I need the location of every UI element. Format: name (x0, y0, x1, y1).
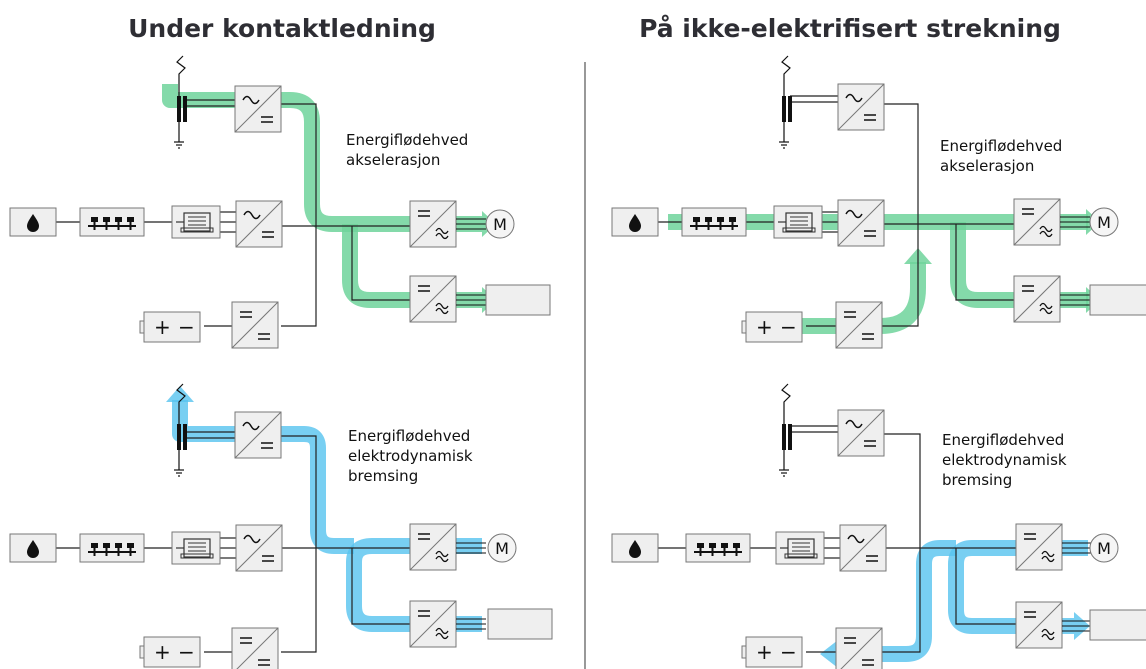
converter-icon (234, 85, 282, 133)
engine-cylinders-icon (79, 207, 145, 237)
accel-caption-line2: akselerasjon (346, 151, 440, 169)
brake-flow-to-battery (836, 540, 956, 662)
accel-flow-to-motor (162, 84, 482, 232)
brake-caption-line1: Energiflødehved (348, 427, 470, 445)
generator-icon (775, 531, 825, 565)
engine-cylinders-icon (79, 533, 145, 563)
right-bottom-circuit: M Energiflødehved elektrodynamisk bremsi… (611, 383, 1146, 669)
brake-arrowhead (166, 386, 194, 402)
fuel-drop-icon (9, 533, 57, 563)
converter-icon (235, 524, 283, 572)
brake-flow-regen (346, 538, 482, 632)
converter-icon (1013, 198, 1061, 246)
converter-icon (837, 83, 885, 131)
brake-caption-line3: bremsing (348, 467, 418, 485)
converter-icon (1015, 601, 1063, 649)
brake-flow-to-grid (172, 400, 354, 554)
converter-icon (837, 409, 885, 457)
brake-caption-line2: elektrodynamisk (942, 451, 1067, 469)
accel-caption-line2: akselerasjon (940, 157, 1034, 175)
auxiliary-load-icon (487, 608, 553, 640)
motor-label: M (493, 215, 507, 234)
converter-icon (409, 523, 457, 571)
converter-icon (234, 411, 282, 459)
generator-icon (171, 531, 221, 565)
generator-icon (171, 205, 221, 239)
brake-caption-line2: elektrodynamisk (348, 447, 473, 465)
engine-cylinders-icon (685, 533, 751, 563)
fuel-drop-icon (611, 207, 659, 237)
auxiliary-load-icon (1089, 284, 1146, 316)
transformer-icon (778, 55, 793, 149)
auxiliary-load-icon (485, 284, 551, 316)
motor-label: M (495, 539, 509, 558)
brake-arrowhead (820, 640, 838, 668)
battery-icon (741, 311, 803, 343)
converter-icon (409, 600, 457, 648)
generator-icon (773, 205, 823, 239)
converter-icon (835, 301, 883, 349)
converter-icon (231, 627, 279, 669)
converter-icon (1015, 523, 1063, 571)
converter-icon (1013, 275, 1061, 323)
left-panel-title: Under kontaktledning (128, 14, 436, 43)
transformer-icon (778, 383, 793, 477)
converter-icon (231, 301, 279, 349)
fuel-drop-icon (9, 207, 57, 237)
motor-label: M (1097, 539, 1111, 558)
brake-caption-line1: Energiflødehved (942, 431, 1064, 449)
right-panel-title: På ikke-elektrifisert strekning (639, 14, 1061, 43)
engine-cylinders-icon (681, 207, 747, 237)
converter-icon (835, 627, 883, 669)
battery-icon (139, 636, 201, 668)
fuel-drop-icon (611, 533, 659, 563)
brake-caption-line3: bremsing (942, 471, 1012, 489)
auxiliary-load-icon (1089, 609, 1146, 641)
converter-icon (409, 200, 457, 248)
converter-icon (235, 200, 283, 248)
battery-icon (741, 636, 803, 668)
converter-icon (839, 524, 887, 572)
accel-caption-line1: Energiflødehved (940, 137, 1062, 155)
accel-caption-line1: Energiflødehved (346, 131, 468, 149)
right-top-circuit: M Energiflødehved akselerasjon (611, 55, 1146, 349)
motor-label: M (1097, 213, 1111, 232)
left-top-circuit: M Energiflødehved akselerasjon (9, 55, 551, 349)
battery-icon (139, 311, 201, 343)
converter-icon (409, 275, 457, 323)
left-bottom-circuit: M Energiflødehved elektrodynamisk bremsi… (9, 383, 553, 669)
converter-icon (837, 199, 885, 247)
